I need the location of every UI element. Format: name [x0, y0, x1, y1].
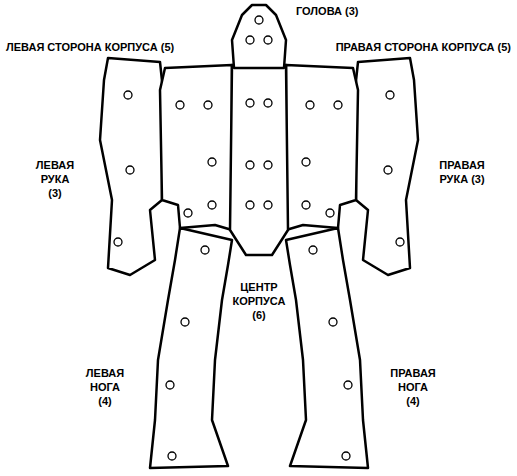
armor-pip [306, 101, 314, 109]
part-label: ЛЕВАЯ РУКА (3) [36, 158, 74, 200]
left-arm [100, 58, 163, 275]
armor-pip [181, 318, 189, 326]
armor-pip [326, 209, 334, 217]
part-label: ПРАВАЯ РУКА (3) [439, 158, 484, 186]
armor-pip [264, 161, 272, 169]
left-torso [160, 65, 232, 230]
part-label: ЛЕВАЯ НОГА (4) [86, 366, 124, 408]
head [232, 5, 286, 68]
armor-pip [114, 238, 122, 246]
armor-pip [208, 158, 216, 166]
armor-pip [264, 99, 272, 107]
part-label: ГОЛОВА (3) [296, 4, 359, 18]
armor-pip [384, 166, 392, 174]
armor-pip [166, 381, 174, 389]
left-leg [150, 228, 232, 468]
armor-pip [386, 91, 394, 99]
part-label: ЛЕВАЯ СТОРОНА КОРПУСА (5) [6, 40, 174, 54]
armor-pip [208, 201, 216, 209]
armor-pip [201, 246, 209, 254]
armor-pip [264, 36, 272, 44]
part-label: ПРАВАЯ НОГА (4) [390, 366, 435, 408]
armor-pip [396, 238, 404, 246]
right-arm [355, 58, 418, 275]
armor-pip [344, 381, 352, 389]
armor-pip [124, 91, 132, 99]
armor-pip [329, 318, 337, 326]
armor-pip [246, 201, 254, 209]
armor-pip [176, 101, 184, 109]
armor-pip [302, 201, 310, 209]
armor-pip [246, 36, 254, 44]
armor-pip [309, 246, 317, 254]
armor-pip [168, 452, 176, 460]
armor-pip [246, 161, 254, 169]
armor-pip [126, 166, 134, 174]
armor-pip [255, 16, 263, 24]
armor-pip [184, 209, 192, 217]
part-label: ЦЕНТР КОРПУСА (6) [233, 280, 286, 322]
right-leg [286, 228, 368, 468]
armor-pip [302, 158, 310, 166]
armor-pip [264, 201, 272, 209]
part-label: ПРАВАЯ СТОРОНА КОРПУСА (5) [336, 40, 511, 54]
armor-pip [246, 99, 254, 107]
armor-pip [204, 101, 212, 109]
right-torso [286, 65, 358, 230]
armor-pip [342, 452, 350, 460]
center-torso [230, 65, 288, 255]
armor-pip [334, 101, 342, 109]
